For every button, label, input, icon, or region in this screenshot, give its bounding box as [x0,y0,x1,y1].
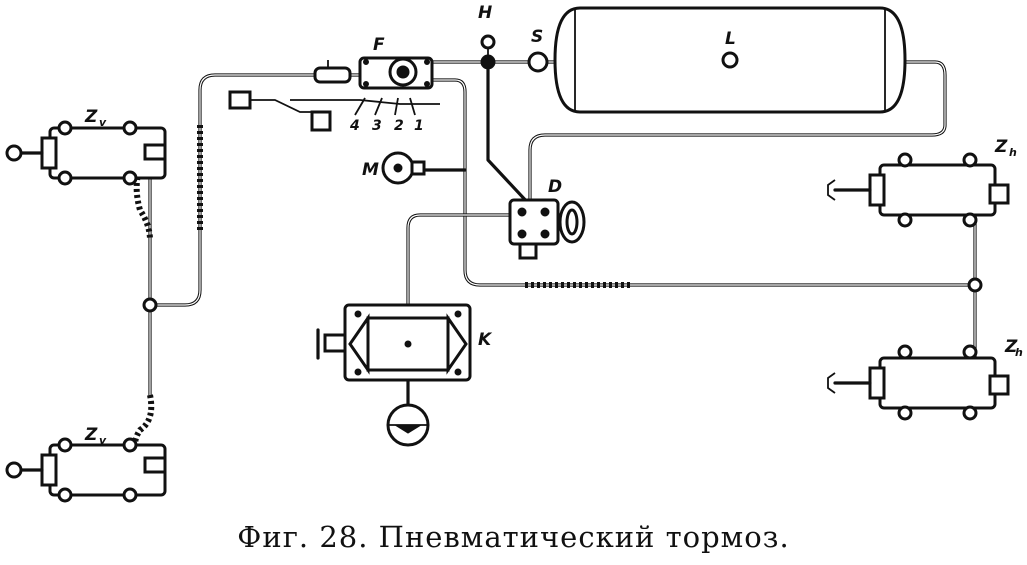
flexible-hoses [132,125,630,462]
label-m: M [362,160,379,180]
figure-caption: Фиг. 28. Пневматический тормоз. [237,520,790,554]
check-valve-s [527,51,549,73]
label-zh-top: Z [994,137,1008,157]
cutoff-cock [313,60,352,84]
air-tank [553,6,907,114]
valve-d [508,198,586,260]
label-num-3: 3 [372,118,382,134]
front-tee [142,297,158,313]
label-num-4: 4 [349,118,360,134]
label-l: L [725,29,736,49]
front-cylinder-top [5,120,167,186]
linkage-bracket [228,90,332,132]
driver-valve-k [316,303,472,447]
label-num-1: 1 [414,118,424,134]
rear-cylinder-bottom [827,344,1010,421]
main-tee [482,56,494,68]
brake-valve-f [354,56,434,116]
front-cylinder-bottom [5,437,167,503]
label-zv-bottom: Z [84,425,98,445]
label-zh-bottom-sub: h [1015,346,1023,359]
label-d: D [548,177,562,197]
label-zv-top: Z [84,107,98,127]
label-zv-top-sub: v [99,116,107,129]
label-h: H [478,3,492,23]
label-num-2: 2 [394,118,404,134]
pipe-network [148,60,1002,412]
label-k: K [478,330,493,350]
pressure-gauge-m [381,151,426,185]
rear-tee [967,277,983,293]
rear-cylinder-top [827,152,1010,228]
label-zh-top-sub: h [1009,146,1017,159]
label-zv-bottom-sub: v [99,434,107,447]
label-s: S [531,27,543,47]
label-zh-bottom: Z [1004,337,1018,357]
label-f: F [373,35,385,55]
